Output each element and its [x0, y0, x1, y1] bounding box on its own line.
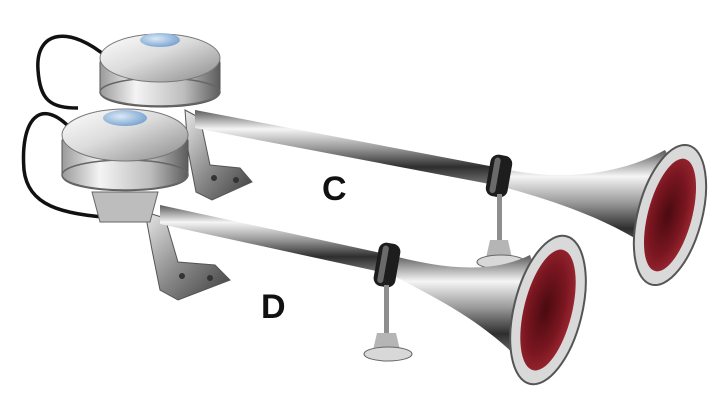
tube-collar-c [485, 154, 513, 198]
trumpet-tube-d [160, 205, 545, 360]
horn-c [99, 33, 708, 287]
motor-housing-c [99, 33, 221, 108]
tube-collar-d [373, 242, 401, 288]
mounting-bracket-d [144, 211, 231, 301]
power-cable-upper [36, 34, 110, 110]
support-post-c [476, 194, 526, 270]
horn-d [61, 108, 587, 386]
horn-label-d: D [261, 288, 286, 326]
horn-label-c: C [322, 170, 347, 208]
horn-bell-c [632, 143, 708, 287]
horn-bell-d [509, 234, 587, 386]
support-post-d [363, 285, 413, 362]
motor-housing-d [61, 108, 189, 223]
mounting-bracket-c [184, 109, 253, 201]
power-cable-lower [21, 111, 119, 220]
brand-emblem-c [140, 33, 180, 47]
brand-emblem-d [103, 110, 147, 126]
